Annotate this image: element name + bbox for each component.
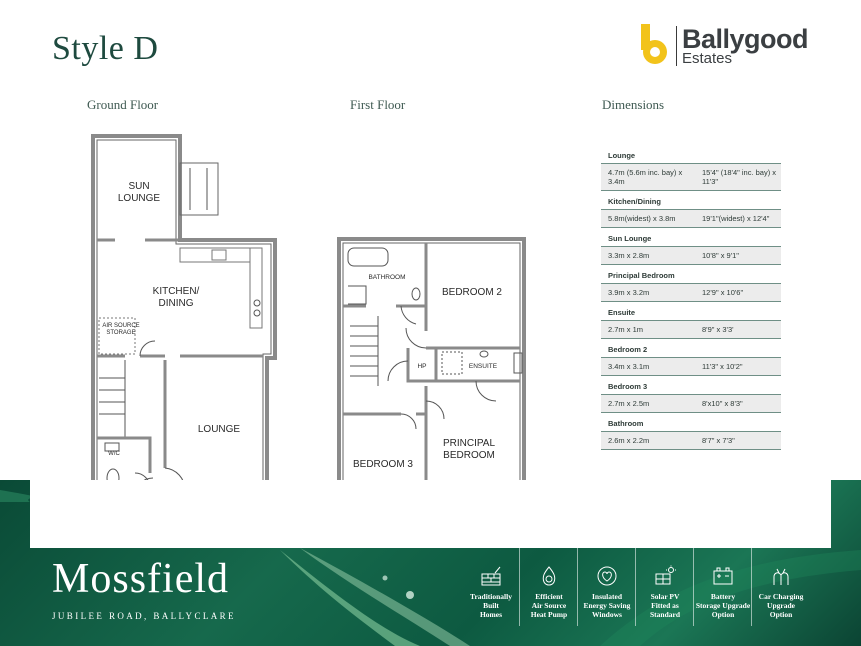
solar-panel-icon <box>655 565 676 585</box>
dimension-room: Bedroom 3 <box>601 376 781 395</box>
dimension-imperial: 8'7" x 7'3" <box>702 436 735 445</box>
company-logo: Ballygood Estates <box>640 24 820 68</box>
first-floor-plan: BATHROOM BEDROOM 2 HP ENSUITE PRINCIPAL … <box>336 236 528 506</box>
first-floor-heading: First Floor <box>350 97 406 112</box>
dimension-row: 4.7m (5.6m inc. bay) x 3.4m 15'4" (18'4"… <box>601 164 781 191</box>
dimension-metric: 3.9m x 3.2m <box>608 288 650 297</box>
kitchen-label-line-2: DINING <box>159 298 194 309</box>
brick-wall-icon <box>481 566 501 586</box>
dimension-imperial: 12'9" x 10'6" <box>702 288 744 297</box>
development-name: Mossfield <box>52 556 229 602</box>
dimension-row: 3.3m x 2.8m 10'8" x 9'1" <box>601 247 781 265</box>
dimension-metric: 5.8m(widest) x 3.8m <box>608 214 676 223</box>
dimension-metric: 3.3m x 2.8m <box>608 251 650 260</box>
hp-label: HP <box>417 363 426 370</box>
dimension-room: Sun Lounge <box>601 228 781 247</box>
logo-subtitle: Estates <box>682 50 733 67</box>
dimension-metric: 3.4m x 3.1m <box>608 362 650 371</box>
lounge-label: LOUNGE <box>198 424 241 435</box>
dimension-imperial: 11'3" x 10'2" <box>702 362 743 371</box>
dimension-room: Bathroom <box>601 413 781 432</box>
dimension-row: 2.7m x 1m 8'9" x 3'3' <box>601 321 781 339</box>
footer-white-panel <box>30 480 831 548</box>
ensuite-label: ENSUITE <box>469 363 498 370</box>
heat-pump-icon <box>542 566 556 586</box>
dimension-room: Ensuite <box>601 302 781 321</box>
dimension-metric: 2.6m x 2.2m <box>608 436 650 445</box>
ground-floor-heading: Ground Floor <box>87 97 159 112</box>
dimension-metric: 2.7m x 2.5m <box>608 399 650 408</box>
dimension-row: 5.8m(widest) x 3.8m 19'1"(widest) x 12'4… <box>601 210 781 228</box>
kitchen-label-line-1: KITCHEN/ <box>153 286 200 297</box>
dimension-row: 3.4m x 3.1m 11'3" x 10'2" <box>601 358 781 376</box>
dimension-room: Principal Bedroom <box>601 265 781 284</box>
dimension-row: 2.7m x 2.5m 8'x10" x 8'3" <box>601 395 781 413</box>
logo-divider <box>676 26 677 66</box>
dimension-imperial: 8'9" x 3'3' <box>702 325 734 334</box>
dimension-room: Lounge <box>601 145 781 164</box>
sun-lounge-label-line-2: LOUNGE <box>118 193 161 204</box>
dimension-imperial: 19'1"(widest) x 12'4" <box>702 214 770 223</box>
bathroom-label: BATHROOM <box>368 274 405 281</box>
sun-lounge-label-line-1: SUN <box>128 181 149 192</box>
car-charging-icon <box>773 568 789 585</box>
battery-icon <box>713 567 733 585</box>
dimension-room: Kitchen/Dining <box>601 191 781 210</box>
ground-floor-plan: SUN LOUNGE KITCHEN/ DINING AIR SOURCE ST… <box>85 128 285 538</box>
dimension-imperial: 8'x10" x 8'3" <box>702 399 743 408</box>
ballygood-b-logo-icon <box>641 24 667 64</box>
principal-bedroom-label-line-2: BEDROOM <box>443 450 495 461</box>
wc-label: W/C <box>108 451 120 457</box>
dimensions-table: Lounge 4.7m (5.6m inc. bay) x 3.4m 15'4"… <box>601 145 781 450</box>
logo-name: Ballygood <box>682 24 809 54</box>
dimension-imperial: 15'4" (18'4" inc. bay) x 11'3" <box>702 168 777 186</box>
leaf-heart-icon <box>597 566 617 586</box>
bedroom-3-label: BEDROOM 3 <box>353 459 413 470</box>
storage-label-line-2: STORAGE <box>106 330 135 336</box>
principal-bedroom-label-line-1: PRINCIPAL <box>443 438 495 449</box>
dimension-imperial: 10'8" x 9'1" <box>702 251 739 260</box>
dimension-metric: 2.7m x 1m <box>608 325 644 334</box>
storage-label-line-1: AIR SOURCE <box>102 323 139 329</box>
dimension-row: 3.9m x 3.2m 12'9" x 10'6" <box>601 284 781 302</box>
dimension-room: Bedroom 2 <box>601 339 781 358</box>
dimensions-heading: Dimensions <box>602 97 665 112</box>
grass-blade-decoration-icon <box>0 490 861 646</box>
dimension-row: 2.6m x 2.2m 8'7" x 7'3" <box>601 432 781 450</box>
bedroom-2-label: BEDROOM 2 <box>442 287 502 298</box>
development-address: JUBILEE ROAD, BALLYCLARE <box>52 611 236 621</box>
dimension-metric: 4.7m (5.6m inc. bay) x 3.4m <box>608 168 683 186</box>
page-title: Style D <box>52 30 159 67</box>
